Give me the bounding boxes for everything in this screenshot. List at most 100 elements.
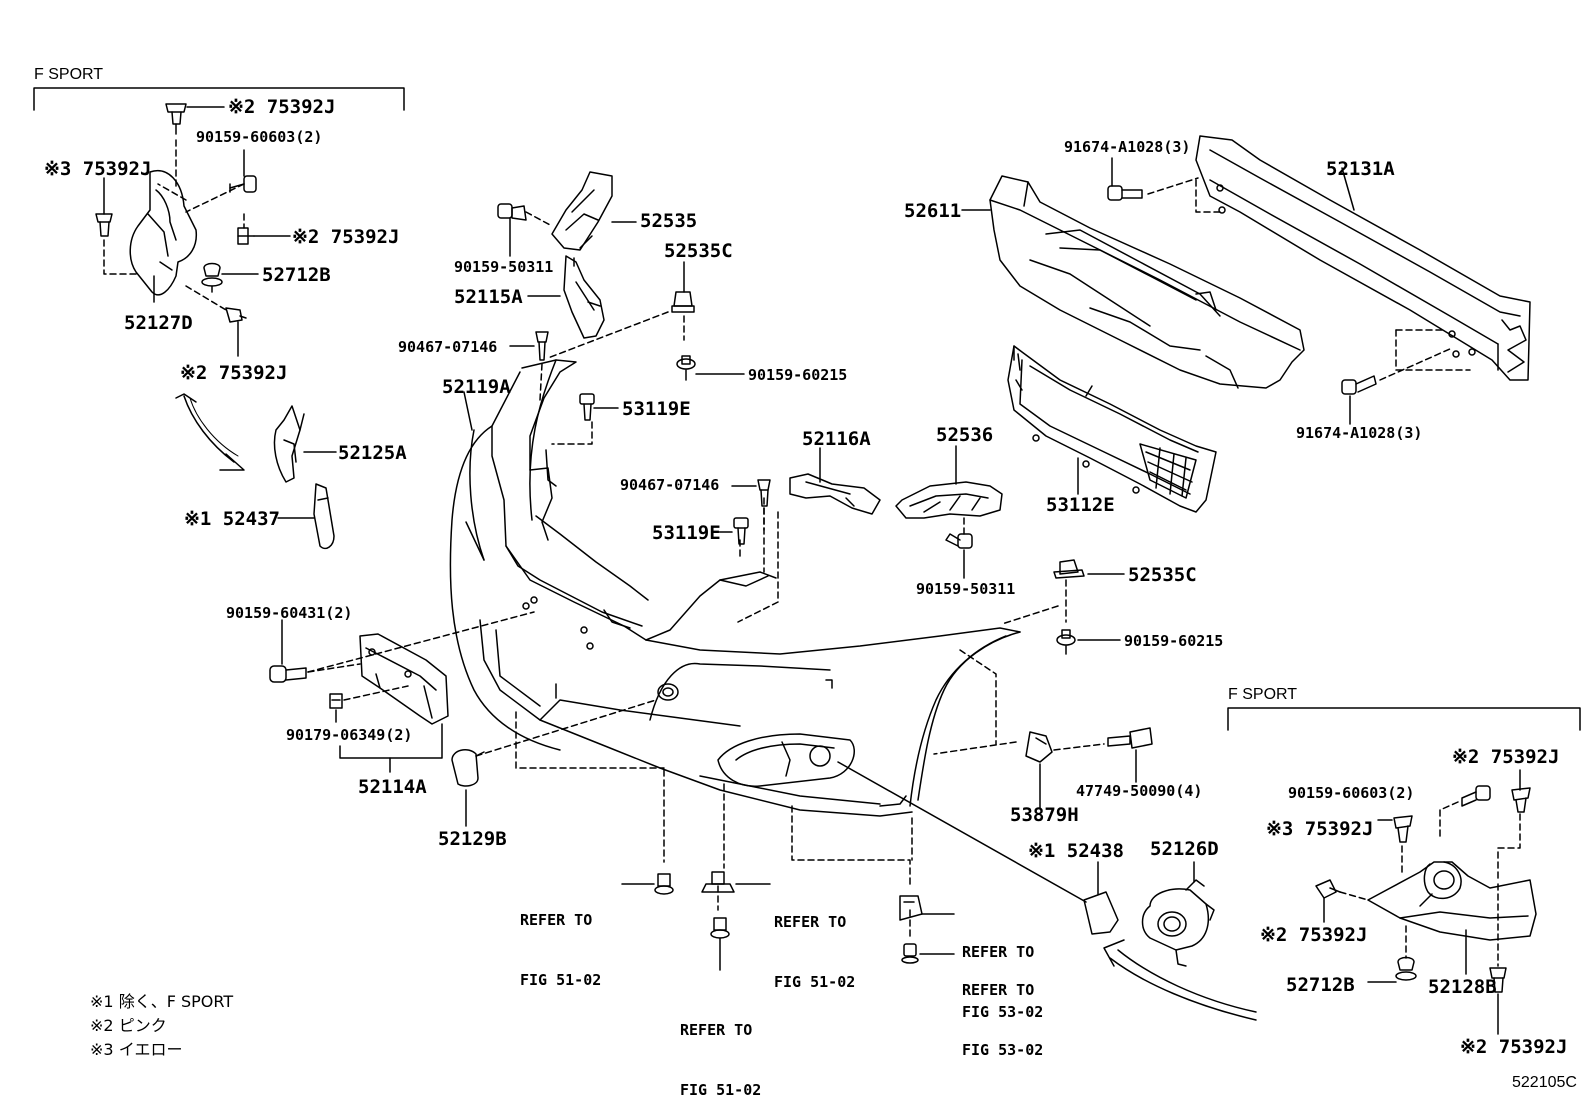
- bolt-90467-07146-a-illustration: [536, 332, 548, 360]
- bolt-90159-50311-b-illustration: [946, 534, 972, 548]
- bumper-cover-52119A-illustration: [450, 360, 1020, 816]
- cover-52125A-illustration: [274, 406, 304, 482]
- clip-47749-50090-illustration: [1108, 728, 1152, 748]
- clip-75392J-r3-illustration: [1490, 968, 1506, 992]
- label-52116A: 52116A: [802, 428, 871, 450]
- label-52535: 52535: [640, 210, 698, 232]
- label-47749-50090: 47749-50090(4): [1076, 782, 1203, 800]
- label-90159-60215-a: 90159-60215: [748, 366, 848, 384]
- label-75392J-r1: ※2 75392J: [1452, 746, 1560, 768]
- clip-75392J-r2-illustration: [1316, 880, 1340, 898]
- clip-75392J-top-illustration: [166, 104, 186, 124]
- label-52536: 52536: [936, 424, 994, 446]
- label-90159-50311-b: 90159-50311: [916, 580, 1016, 598]
- reference-line1: REFER TO: [774, 913, 847, 931]
- label-90159-60603-right: 90159-60603(2): [1288, 784, 1415, 802]
- label-52119A: 52119A: [442, 376, 511, 398]
- bolt-90159-60431-illustration: [270, 666, 306, 682]
- note-mark: ※3: [90, 1040, 114, 1059]
- label-52131A: 52131A: [1326, 158, 1395, 180]
- label-75392J-r-yellow: ※3 75392J: [1266, 818, 1374, 840]
- clip-52535C-b-illustration: [1054, 560, 1084, 578]
- bolt-90159-60215-b-illustration: [1057, 630, 1075, 654]
- note-text: ピンク: [118, 1016, 167, 1035]
- screw-53119E-b-illustration: [734, 518, 748, 544]
- bolt-90159-60603-right-illustration: [1462, 786, 1490, 806]
- diagram-code: 522105C: [1512, 1074, 1577, 1091]
- arrow-left-curved: [176, 394, 244, 470]
- label-75392J-top: ※2 75392J: [228, 96, 336, 118]
- bolt-90159-60215-a-illustration: [677, 356, 695, 380]
- clip-52712B-right-illustration: [1396, 958, 1416, 981]
- bracket-52115A-illustration: [564, 256, 604, 338]
- label-90467-07146-a: 90467-07146: [398, 338, 498, 356]
- ref-bracket-53-02-a-illustration: [900, 896, 922, 920]
- label-52437: ※1 52437: [184, 508, 280, 530]
- ref-screw-53-02-b-illustration: [902, 944, 918, 963]
- clip-75392J-yellow-left-illustration: [96, 214, 112, 236]
- label-75392J-r2: ※2 75392J: [1260, 924, 1368, 946]
- reference-line1: REFER TO: [680, 1021, 753, 1039]
- clip-75392J-mid-illustration: [238, 228, 254, 244]
- clip-75392J-low-illustration: [226, 308, 246, 322]
- label-52438: ※1 52438: [1028, 840, 1124, 862]
- label-52712B-right: 52712B: [1286, 974, 1355, 996]
- ref-clip-51-02-b-illustration: [702, 872, 734, 892]
- bracket-52536-illustration: [896, 482, 1002, 518]
- label-52535C-a: 52535C: [664, 240, 733, 262]
- label-75392J-mid: ※2 75392J: [292, 226, 400, 248]
- bolt-90467-07146-b-illustration: [758, 480, 770, 506]
- bolt-90159-50311-a-illustration: [498, 204, 526, 220]
- label-91674-A1028-bot: 91674-A1028(3): [1296, 424, 1423, 442]
- clip-52712B-left-illustration: [202, 264, 222, 287]
- label-52126D: 52126D: [1150, 838, 1219, 860]
- retainer-53879H-illustration: [1026, 732, 1052, 762]
- reference-line1: REFER TO: [962, 981, 1035, 999]
- absorber-52611-illustration: [990, 176, 1304, 388]
- bracket-52116A-illustration: [790, 474, 880, 514]
- label-52114A: 52114A: [358, 776, 427, 798]
- label-90467-07146-b: 90467-07146: [620, 476, 720, 494]
- reinforcement-52131A-illustration: [1196, 136, 1530, 380]
- reference-line1: REFER TO: [520, 911, 593, 929]
- nut-90179-06349-illustration: [330, 694, 342, 708]
- reference-fig-53-02-b: REFER TO FIG 53-02: [962, 940, 1043, 1080]
- fog-lamp-52126D-illustration: [1143, 880, 1215, 966]
- ref-clip-51-02-a-illustration: [655, 874, 673, 894]
- group-title-right: F SPORT: [1228, 686, 1298, 703]
- label-90159-60215-b: 90159-60215: [1124, 632, 1224, 650]
- reference-line2: FIG 53-02: [962, 1041, 1044, 1059]
- label-52611: 52611: [904, 200, 962, 222]
- note-3: ※3 イエロー: [90, 1036, 183, 1060]
- label-90159-60603-left: 90159-60603(2): [196, 128, 323, 146]
- label-52125A: 52125A: [338, 442, 407, 464]
- bolt-91674-A1028-bot-illustration: [1342, 376, 1376, 394]
- cover-52127D-illustration: [130, 171, 196, 295]
- label-52127D: 52127D: [124, 312, 193, 334]
- group-bracket-right: [1228, 708, 1580, 730]
- note-mark: ※1: [90, 992, 114, 1011]
- note-text: 除く、F SPORT: [118, 992, 234, 1011]
- reference-line2: FIG 51-02: [774, 973, 856, 991]
- clip-52535C-a-illustration: [672, 292, 694, 312]
- cover-52438-illustration: [1084, 892, 1118, 934]
- ref-bolt-51-02-c-illustration: [711, 918, 729, 970]
- clip-75392J-r-yellow-illustration: [1394, 816, 1412, 842]
- label-52129B: 52129B: [438, 828, 507, 850]
- label-53879H: 53879H: [1010, 804, 1079, 826]
- note-2: ※2 ピンク: [90, 1012, 167, 1036]
- label-75392J-yellow-left: ※3 75392J: [44, 158, 152, 180]
- label-52115A: 52115A: [454, 286, 523, 308]
- label-75392J-r3: ※2 75392J: [1460, 1036, 1568, 1058]
- note-mark: ※2: [90, 1016, 114, 1035]
- label-53119E-b: 53119E: [652, 522, 721, 544]
- arrow-right-curved: [1104, 940, 1256, 1020]
- group-bracket-left: [34, 88, 404, 110]
- reference-line2: FIG 51-02: [520, 971, 602, 989]
- label-52128B: 52128B: [1428, 976, 1497, 998]
- label-53112E: 53112E: [1046, 494, 1115, 516]
- label-52712B-left: 52712B: [262, 264, 331, 286]
- reference-line2: FIG 53-02: [962, 1003, 1044, 1021]
- reference-line1: REFER TO: [962, 943, 1035, 961]
